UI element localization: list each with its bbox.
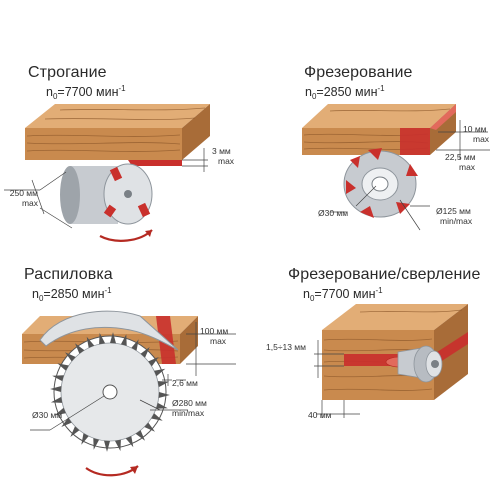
- saw-tooth: [75, 343, 85, 354]
- saw-tooth: [135, 430, 145, 441]
- dim-kerf-width: 2,6 мм: [172, 378, 198, 388]
- panel-milling: Фрезерование n0=2850 мин-1: [250, 0, 500, 250]
- saw-tooth: [154, 368, 166, 377]
- saw-tooth: [148, 357, 159, 367]
- knife-3: [103, 204, 117, 218]
- panel-milling-drilling: Фрезерование/сверление n0=7700 мин-1 1,5…: [250, 250, 500, 500]
- saw-tooth: [70, 426, 80, 437]
- saw-tooth: [151, 413, 163, 421]
- dimension-lines: [4, 148, 208, 229]
- saw-blade: [50, 332, 170, 452]
- rotation-speed: n0=2850 мин-1: [305, 84, 385, 101]
- saw-tooth: [120, 334, 127, 346]
- saw-tooth: [125, 436, 134, 448]
- board-end: [180, 316, 198, 364]
- dimension-lines: [30, 322, 236, 431]
- blade-guard: [39, 310, 179, 351]
- saw-tooth: [131, 339, 139, 351]
- dim-slot-depth: 40 мм: [308, 410, 332, 420]
- dim-slot-width: 1,5÷13 мм: [266, 342, 306, 352]
- removed-layer: [128, 160, 182, 166]
- saw-tooth: [86, 336, 95, 348]
- rotation-speed: n0=7700 мин-1: [46, 84, 126, 101]
- dimension-lines: [330, 120, 490, 231]
- saw-tooth: [156, 402, 168, 409]
- board-top: [25, 104, 210, 128]
- board-end: [182, 104, 210, 160]
- dimension-lines: [314, 340, 360, 418]
- saw-tooth: [99, 332, 106, 345]
- wood-grain: [26, 107, 206, 152]
- panel-title: Строгание: [28, 64, 107, 81]
- saw-tooth: [110, 332, 116, 344]
- saw-tooth: [50, 386, 62, 392]
- saw-tooth: [144, 422, 155, 432]
- saw-tooth: [104, 440, 110, 452]
- milling-illustration: [302, 104, 490, 231]
- sawing-illustration: [22, 310, 236, 477]
- saw-tooth: [54, 407, 66, 416]
- saw-tooth: [65, 352, 76, 362]
- saw-tooth: [50, 396, 63, 403]
- milling-drilling-illustration: [314, 304, 468, 418]
- saw-tooth: [57, 363, 69, 371]
- saw-tooth: [114, 439, 121, 452]
- board-top: [302, 104, 456, 128]
- saw-tooth: [52, 375, 64, 382]
- saw-tooth: [140, 347, 150, 358]
- saw-tooth: [158, 392, 170, 398]
- saw-tooth: [61, 417, 72, 427]
- blade-bore: [102, 384, 118, 400]
- knife-2: [137, 202, 151, 218]
- panel-title: Распиловка: [24, 266, 113, 283]
- knife-1: [109, 166, 123, 182]
- saw-tooth: [93, 438, 100, 450]
- panel-title: Фрезерование: [304, 64, 413, 81]
- rotation-arrow: [99, 229, 153, 242]
- chuck-axis: [431, 360, 439, 368]
- panel-title: Фрезерование/сверление: [288, 266, 481, 283]
- rotation-speed: n0=2850 мин-1: [32, 286, 112, 303]
- rotation-arrow: [85, 465, 139, 477]
- rotation-speed: n0=7700 мин-1: [303, 286, 383, 303]
- panel-sawing: Распиловка n0=2850 мин-1: [0, 250, 250, 500]
- planing-illustration: [4, 104, 210, 242]
- block-top: [322, 304, 468, 330]
- dim-bore-diameter: Ø30 мм: [318, 208, 349, 218]
- drum-axis: [124, 190, 132, 198]
- cutter-teeth: [346, 148, 418, 218]
- cutter-bore: [371, 176, 389, 192]
- dim-bore-diameter: Ø30 мм: [32, 410, 63, 420]
- saw-tooth: [157, 381, 170, 388]
- milled-groove: [400, 128, 430, 155]
- saw-tooth: [81, 433, 89, 445]
